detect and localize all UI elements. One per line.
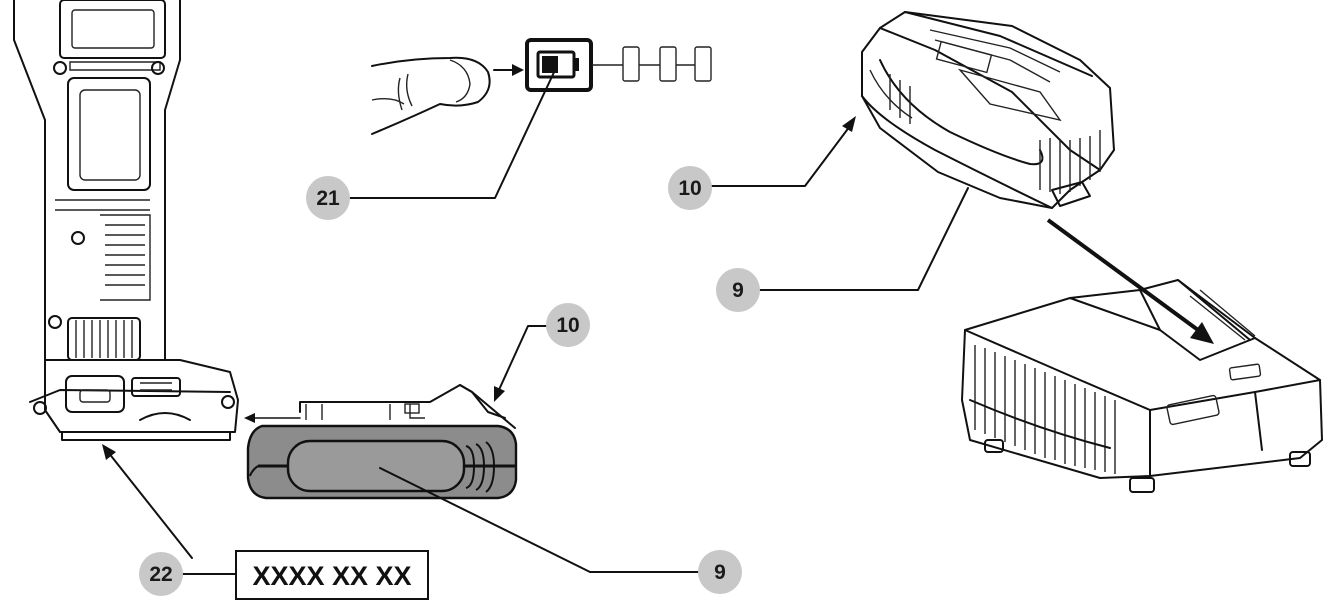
- arrow-10-bottom: [494, 325, 548, 402]
- callout-9-top-label: 9: [732, 279, 744, 302]
- leader-9-bottom: [379, 467, 701, 573]
- press-arrow: [493, 64, 524, 76]
- arrow-22: [102, 444, 193, 559]
- callout-21-label: 21: [316, 187, 340, 210]
- callout-10-bottom: 10: [546, 303, 590, 347]
- battery-pack-top: [861, 11, 1115, 209]
- callout-10-bottom-label: 10: [556, 314, 579, 337]
- callout-22-label: 22: [149, 563, 172, 586]
- insert-arrow-large: [1046, 218, 1214, 344]
- tool-body: [13, 0, 239, 441]
- fuel-gauge-bars-icon: [592, 46, 712, 82]
- callout-9-bottom: 9: [698, 550, 742, 594]
- battery-gauge-icon: [525, 38, 593, 92]
- callout-9-bottom-label: 9: [714, 561, 726, 584]
- arrow-10-top: [709, 116, 856, 187]
- battery-pack: [246, 384, 518, 500]
- date-code-label: XXXX XX XX: [252, 561, 411, 591]
- date-code-box: XXXX XX XX: [235, 550, 429, 600]
- insert-arrow-small: [244, 413, 301, 423]
- charger: [961, 279, 1323, 493]
- callout-10-top-label: 10: [678, 177, 701, 200]
- leader-21: [349, 67, 557, 199]
- callout-22: 22: [139, 552, 183, 596]
- callout-21: 21: [306, 176, 350, 220]
- callout-9-top: 9: [716, 268, 760, 312]
- callout-10-top: 10: [668, 166, 712, 210]
- finger-icon: [371, 56, 491, 135]
- leader-9-top: [757, 187, 969, 291]
